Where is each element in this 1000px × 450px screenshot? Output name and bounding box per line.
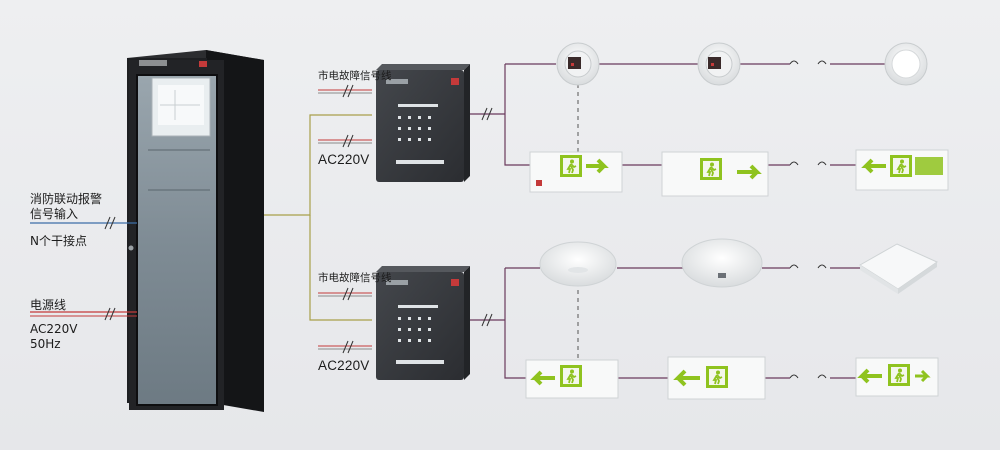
top-output-wiring [470,60,886,166]
top-module-input-wires [318,84,372,148]
power-input-wire [30,307,137,321]
top-distribution-module [376,64,470,182]
bottom-mains-fault-signal-label: 市电故障信号线 [318,272,392,284]
bottom-module-input-wires [318,287,372,354]
ceiling-detector-2 [697,42,741,86]
ceiling-lamp-square [859,243,939,294]
bottom-distribution-module [376,266,470,380]
ceiling-lamp-round-1 [539,241,617,287]
cabinet-to-module-bus [264,114,372,321]
fire-linkage-label-line2: 信号输入 [30,207,79,221]
exit-sign-top-3 [855,149,949,191]
ac220v-label-left: AC220V [30,322,78,336]
exit-sign-bottom-2 [667,356,766,400]
exit-sign-top-1 [529,151,623,193]
top-mains-fault-signal-label: 市电故障信号线 [318,70,392,82]
bottom-output-wiring [470,264,860,379]
ceiling-lamp-round-2 [681,238,763,288]
power-line-label: 电源线 [30,298,67,312]
bottom-ac220v-label: AC220V [318,358,370,373]
fire-signal-input-wire [30,216,137,230]
dry-contact-label: N个干接点 [30,234,87,248]
ceiling-detector-1 [556,42,600,86]
hz50-label-left: 50Hz [30,337,61,351]
top-ac220v-label: AC220V [318,152,370,167]
exit-sign-bottom-3 [855,357,939,397]
exit-sign-top-2 [661,151,769,197]
fire-linkage-label-line1: 消防联动报警 [30,192,103,206]
control-cabinet [127,50,264,412]
exit-sign-bottom-1 [525,359,619,399]
ceiling-light-round [884,42,928,86]
